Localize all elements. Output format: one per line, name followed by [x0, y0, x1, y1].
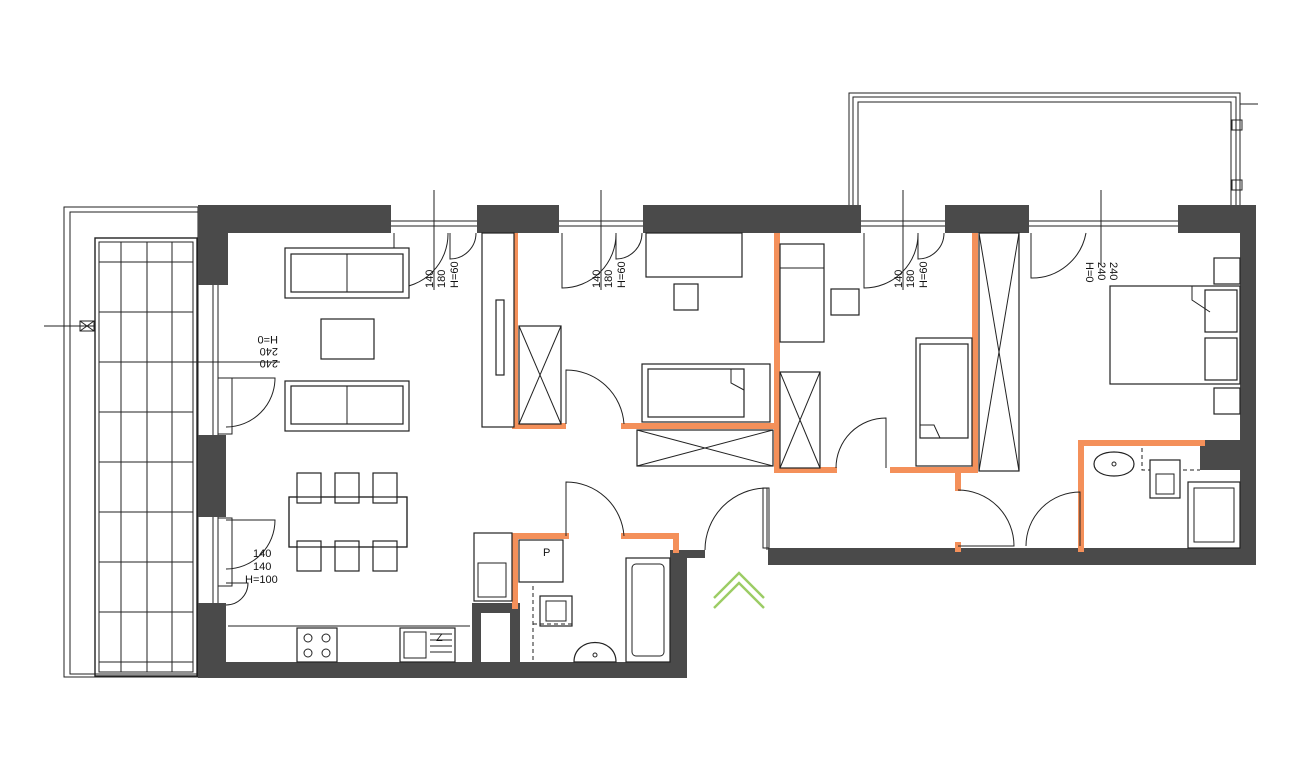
svg-text:240: 240: [1095, 262, 1107, 280]
bathroom-1: P: [518, 539, 671, 663]
walls: [198, 205, 1256, 678]
svg-text:180: 180: [436, 270, 448, 288]
washer-letter: Z: [436, 632, 443, 644]
svg-text:H=60: H=60: [616, 261, 628, 288]
entrance-arrow-icon: [713, 571, 765, 609]
window-label-w4: 240: [1107, 262, 1119, 280]
bedroom-3: [1109, 257, 1241, 415]
sink-icon: [399, 627, 456, 663]
left-terrace: [44, 206, 199, 678]
svg-text:180: 180: [905, 270, 917, 288]
right-balcony: [848, 92, 1258, 207]
bathroom-2: [1093, 448, 1241, 549]
toilet-icon: [539, 595, 573, 627]
kitchen: Z: [228, 532, 513, 663]
sofa-icon: [284, 247, 410, 299]
svg-text:140: 140: [253, 561, 271, 573]
boiler-letter: P: [543, 547, 550, 559]
svg-text:H=60: H=60: [449, 261, 461, 288]
window-label-w1: 140: [424, 270, 436, 288]
bed-icon: [641, 363, 771, 423]
svg-text:H=100: H=100: [245, 574, 278, 586]
window-label-w3: 140: [893, 270, 905, 288]
svg-text:H=0: H=0: [1083, 262, 1095, 283]
sofa-icon: [284, 380, 410, 432]
bedroom-2: [779, 243, 973, 467]
window-label-w2: 140: [591, 270, 603, 288]
sink-icon: [1093, 451, 1135, 477]
living-room: [284, 247, 410, 572]
windows: [183, 190, 1178, 606]
svg-text:240: 240: [260, 345, 278, 357]
coffee-table: [320, 318, 375, 360]
wardrobes: [481, 232, 1020, 472]
bedroom-1: [641, 232, 771, 423]
window-label-w5: H=0: [258, 333, 279, 345]
svg-text:240: 240: [260, 357, 278, 369]
toilet-icon: [1149, 459, 1181, 499]
svg-text:H=60: H=60: [918, 261, 930, 288]
dining-table: [288, 472, 408, 572]
bathtub-icon: [625, 557, 671, 663]
svg-text:180: 180: [603, 270, 615, 288]
doors: [565, 369, 1081, 551]
sink-icon: [573, 641, 617, 663]
window-label-w6: 140: [253, 548, 271, 560]
bed-icon: [1109, 285, 1241, 385]
stove-icon: [296, 627, 338, 663]
window-labels: 140 180 H=60 140 180 H=60 140 180 H=60 2…: [245, 261, 1119, 586]
bed-icon: [915, 337, 973, 467]
